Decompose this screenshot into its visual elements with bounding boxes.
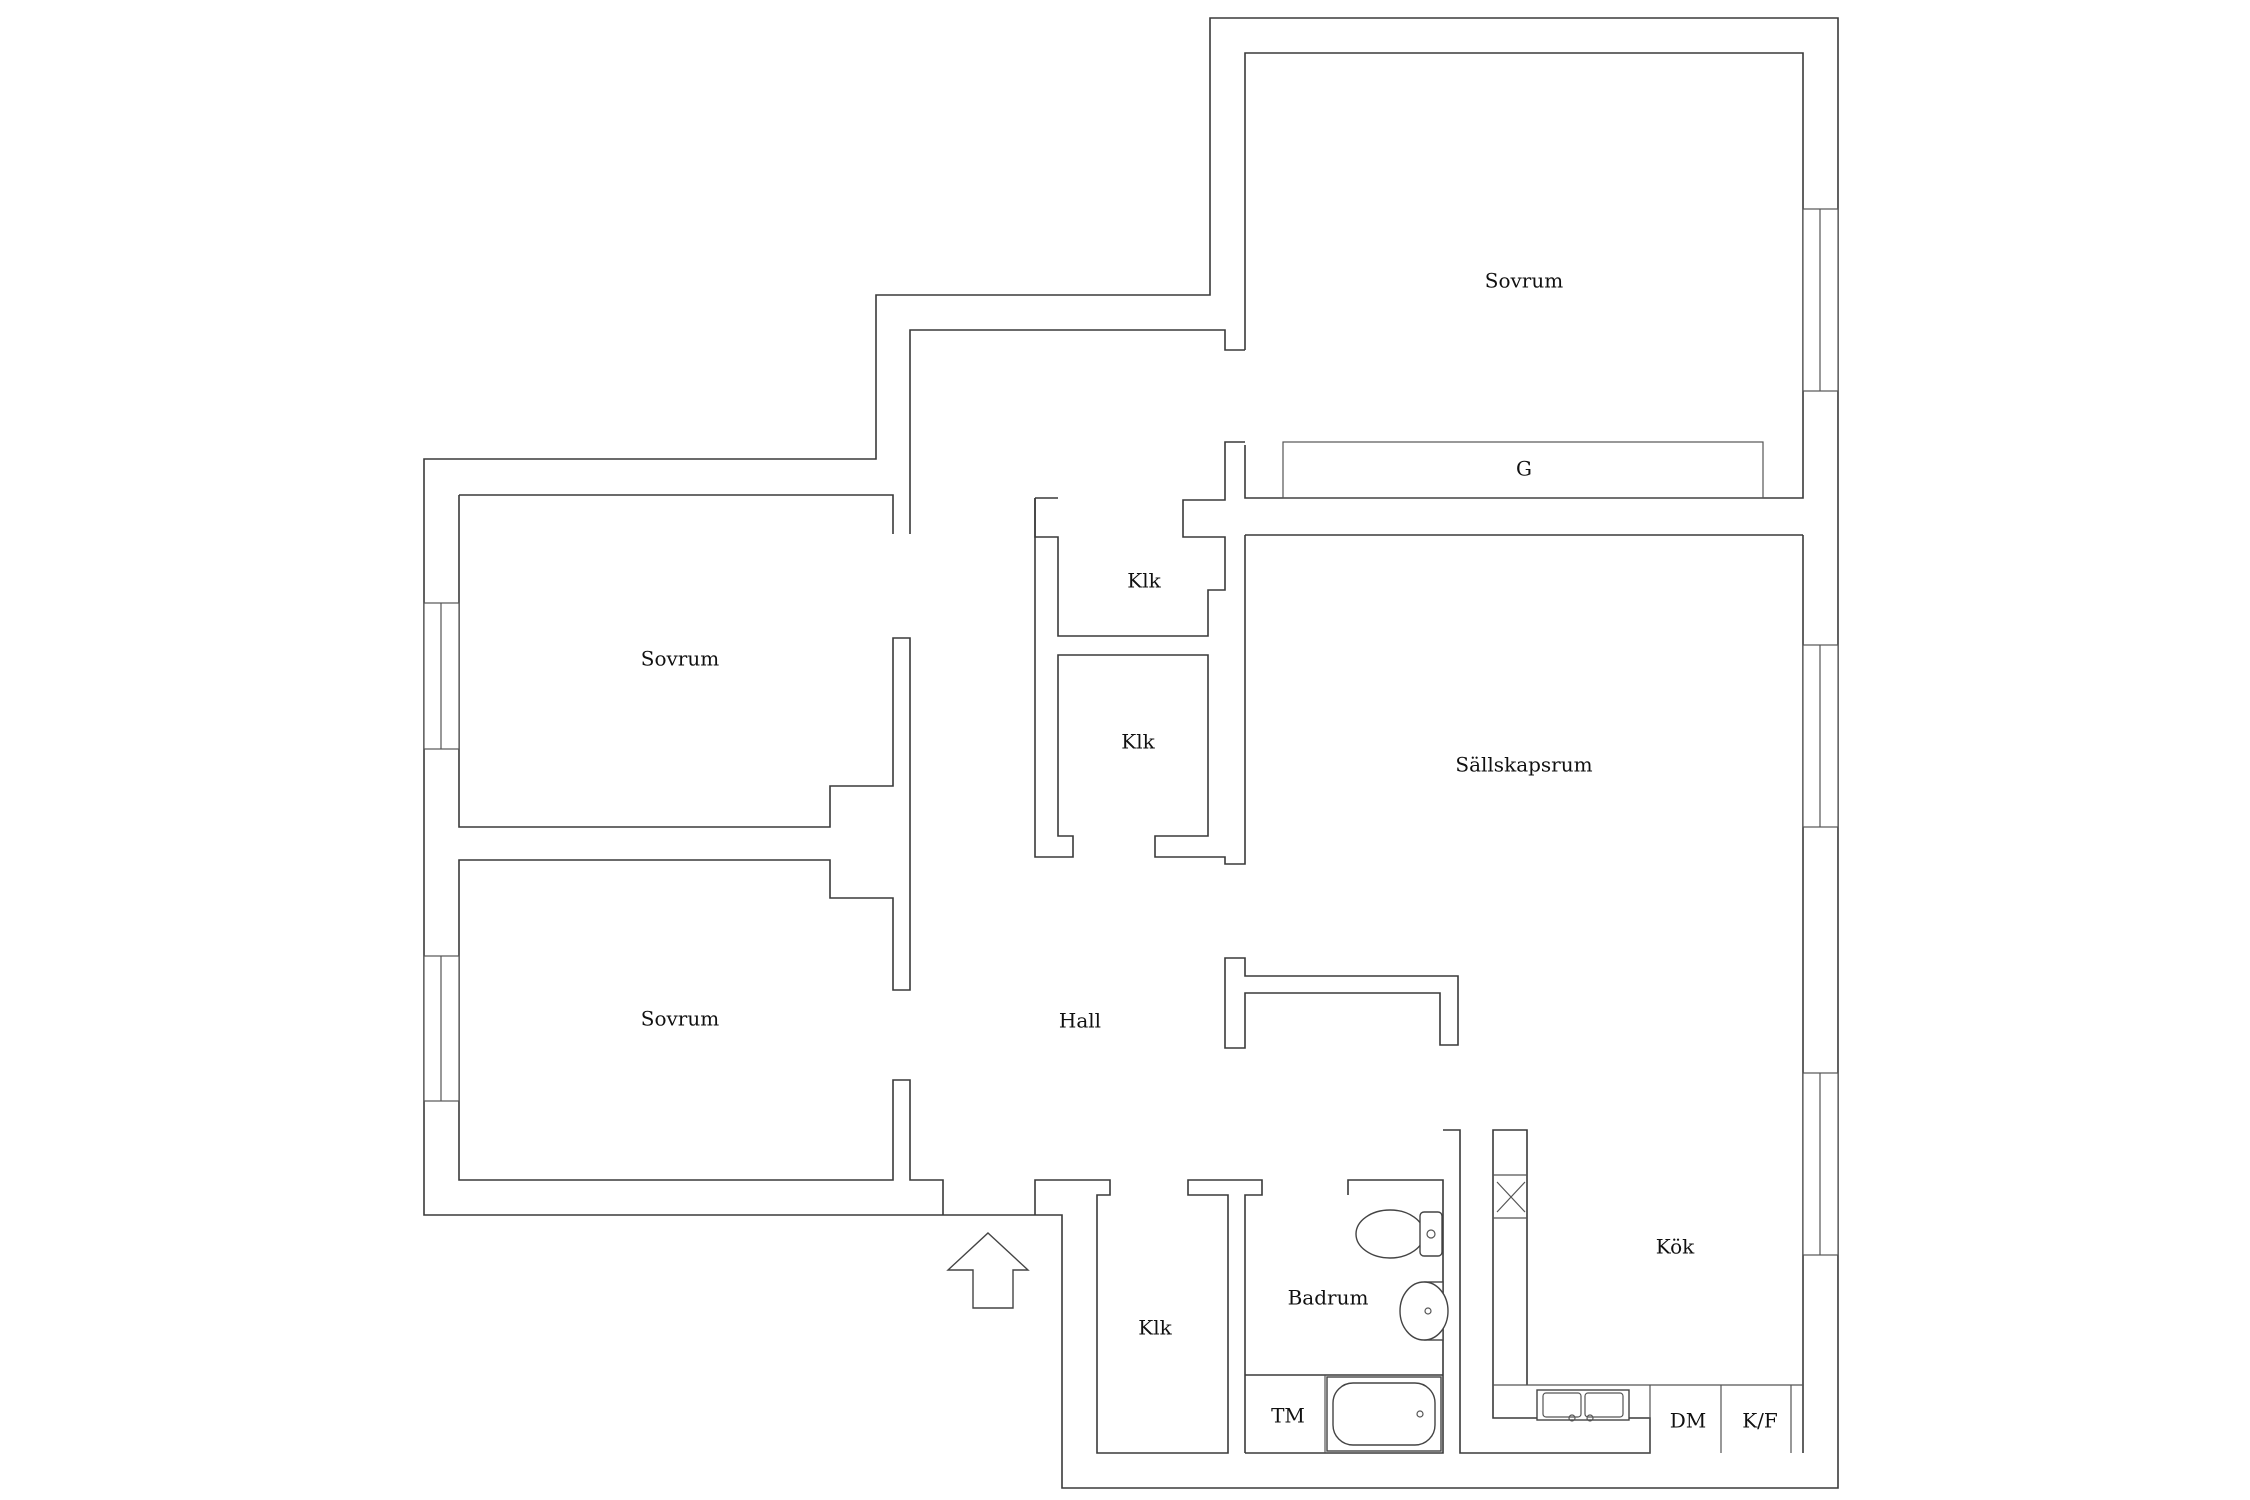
kitchen-sink-icon (1536, 1389, 1630, 1422)
label-dm: DM (1670, 1409, 1707, 1433)
closet-klk-2-walls (1034, 497, 1246, 865)
kitchen-counter (1493, 1174, 1803, 1453)
label-sovrum-lower-left: Sovrum (641, 1007, 719, 1031)
label-hall: Hall (1059, 1009, 1101, 1033)
label-sovrum-upper-left: Sovrum (641, 647, 719, 671)
kitchen-appliance-diagonal (1496, 1181, 1526, 1213)
label-badrum: Badrum (1288, 1286, 1369, 1310)
closet-klk-3-walls (1034, 1179, 1263, 1454)
upper-left-bedroom-wall-lower (458, 495, 944, 1215)
wardrobe-g (1282, 441, 1764, 499)
label-kf: K/F (1742, 1409, 1778, 1433)
label-sovrum-top: Sovrum (1485, 269, 1563, 293)
label-klk-3: Klk (1138, 1316, 1172, 1340)
label-sallskapsrum: Sällskapsrum (1455, 753, 1592, 777)
entrance-arrow-icon (946, 1232, 1030, 1309)
bathtub-icon (1326, 1376, 1442, 1452)
label-tm: TM (1271, 1404, 1305, 1428)
room-sovrum-upper-left-walls (459, 494, 894, 534)
hall-upper-wall (909, 329, 1245, 534)
label-klk-1: Klk (1127, 569, 1161, 593)
bathroom-walls (1245, 1179, 1444, 1454)
closet-klk-1-walls (1034, 441, 1245, 637)
toilet-icon (1355, 1209, 1443, 1259)
outer-wall-outer (423, 17, 1839, 1489)
washbasin-icon (1399, 1281, 1449, 1341)
label-kok: Kök (1656, 1235, 1695, 1259)
label-garderob: G (1516, 457, 1532, 481)
living-room-partition (1224, 957, 1459, 1049)
label-klk-2: Klk (1121, 730, 1155, 754)
